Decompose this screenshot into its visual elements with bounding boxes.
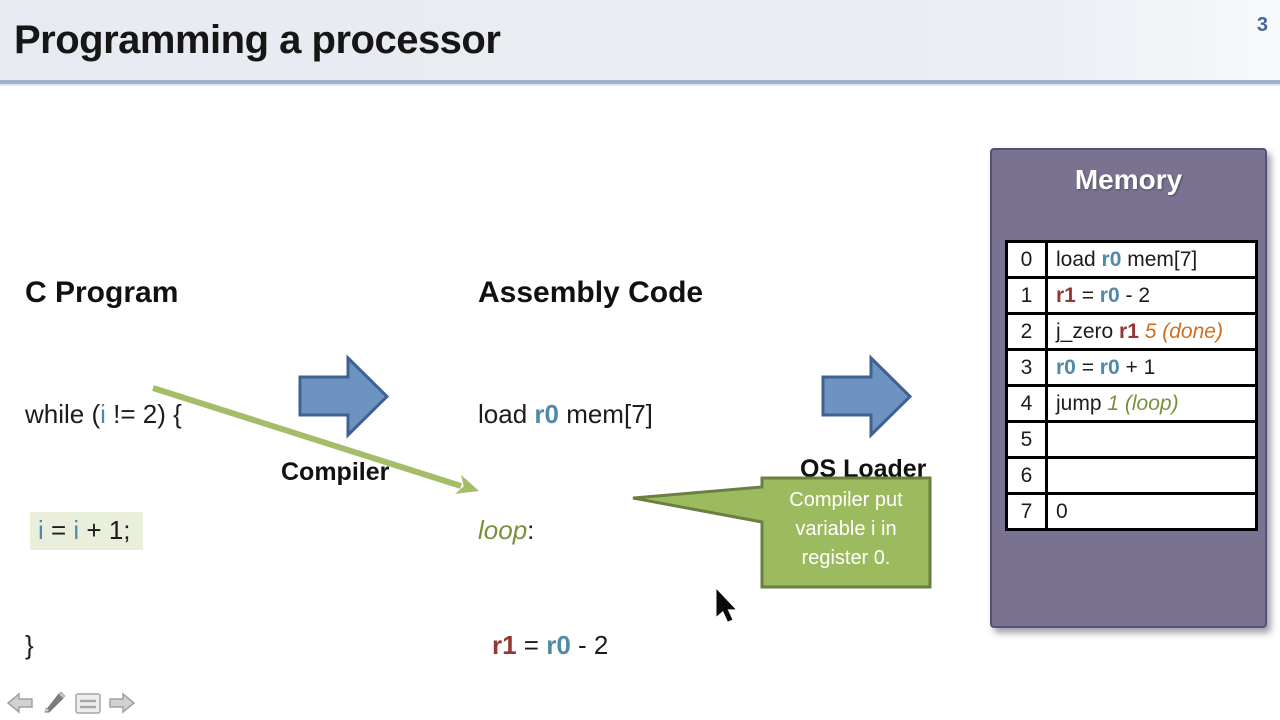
c-program-code: while (i != 2) { i = i + 1; } (25, 318, 182, 720)
memory-addr: 6 (1005, 456, 1048, 495)
pen-icon[interactable] (40, 690, 68, 716)
compiler-arrow-icon (298, 354, 390, 439)
memory-title: Memory (1074, 164, 1183, 195)
slide-number: 3 (1256, 14, 1268, 36)
memory-row-0: 0 load r0 mem[7] (1005, 240, 1258, 279)
memory-addr: 2 (1005, 312, 1048, 351)
memory-value (1045, 456, 1258, 495)
memory-row-2: 2 j_zero r1 5 (done) (1005, 312, 1258, 351)
memory-row-5: 5 (1005, 420, 1258, 459)
memory-addr: 0 (1005, 240, 1048, 279)
page-title: Programming a processor (14, 18, 501, 62)
callout-text: Compiler put variable i in register 0. (789, 489, 903, 569)
memory-row-7: 7 0 (1005, 492, 1258, 531)
forward-arrow-icon[interactable] (108, 690, 136, 716)
memory-value: r0 = r0 + 1 (1045, 348, 1258, 387)
memory-value: r1 = r0 - 2 (1045, 276, 1258, 315)
memory-row-3: 3 r0 = r0 + 1 (1005, 348, 1258, 387)
memory-addr: 4 (1005, 384, 1048, 423)
asm-line-load: load r0 mem[7] (478, 399, 653, 429)
menu-icon[interactable] (74, 690, 102, 716)
slideshow-controls (6, 690, 136, 716)
mouse-cursor (715, 587, 737, 623)
memory-row-4: 4 jump 1 (loop) (1005, 384, 1258, 423)
memory-value: load r0 mem[7] (1045, 240, 1258, 279)
memory-addr: 1 (1005, 276, 1048, 315)
assembly-code: load r0 mem[7] loop: r1 = r0 - 2 j_zero … (478, 318, 660, 720)
asm-line-loop-label: loop: (478, 514, 535, 545)
c-code-line-brace: } (25, 630, 34, 660)
c-code-line-increment: i = i + 1; (25, 511, 182, 550)
memory-row-1: 1 r1 = r0 - 2 (1005, 276, 1258, 315)
memory-addr: 5 (1005, 420, 1048, 459)
slide-header: Programming a processor 3 (0, 0, 1280, 84)
asm-line-sub: r1 = r0 - 2 (492, 630, 609, 660)
assembly-heading: Assembly Code (478, 276, 704, 309)
memory-row-6: 6 (1005, 456, 1258, 495)
memory-value: j_zero r1 5 (done) (1045, 312, 1258, 351)
memory-value: 0 (1045, 492, 1258, 531)
memory-addr: 7 (1005, 492, 1048, 531)
compiler-label: Compiler (281, 458, 390, 486)
memory-value: jump 1 (loop) (1045, 384, 1258, 423)
memory-table: 0 load r0 mem[7] 1 r1 = r0 - 2 2 j_zero … (1005, 240, 1258, 531)
memory-value (1045, 420, 1258, 459)
highlighted-c-statement: i = i + 1; (30, 511, 143, 550)
callout-bubble (632, 476, 932, 589)
back-arrow-icon[interactable] (6, 690, 34, 716)
c-code-line-while: while (i != 2) { (25, 399, 182, 429)
var-i: i (100, 399, 106, 429)
os-loader-arrow-icon (821, 354, 913, 439)
memory-panel: Memory 0 load r0 mem[7] 1 r1 = r0 - 2 2 … (990, 148, 1267, 628)
memory-addr: 3 (1005, 348, 1048, 387)
c-program-heading: C Program (25, 276, 179, 309)
